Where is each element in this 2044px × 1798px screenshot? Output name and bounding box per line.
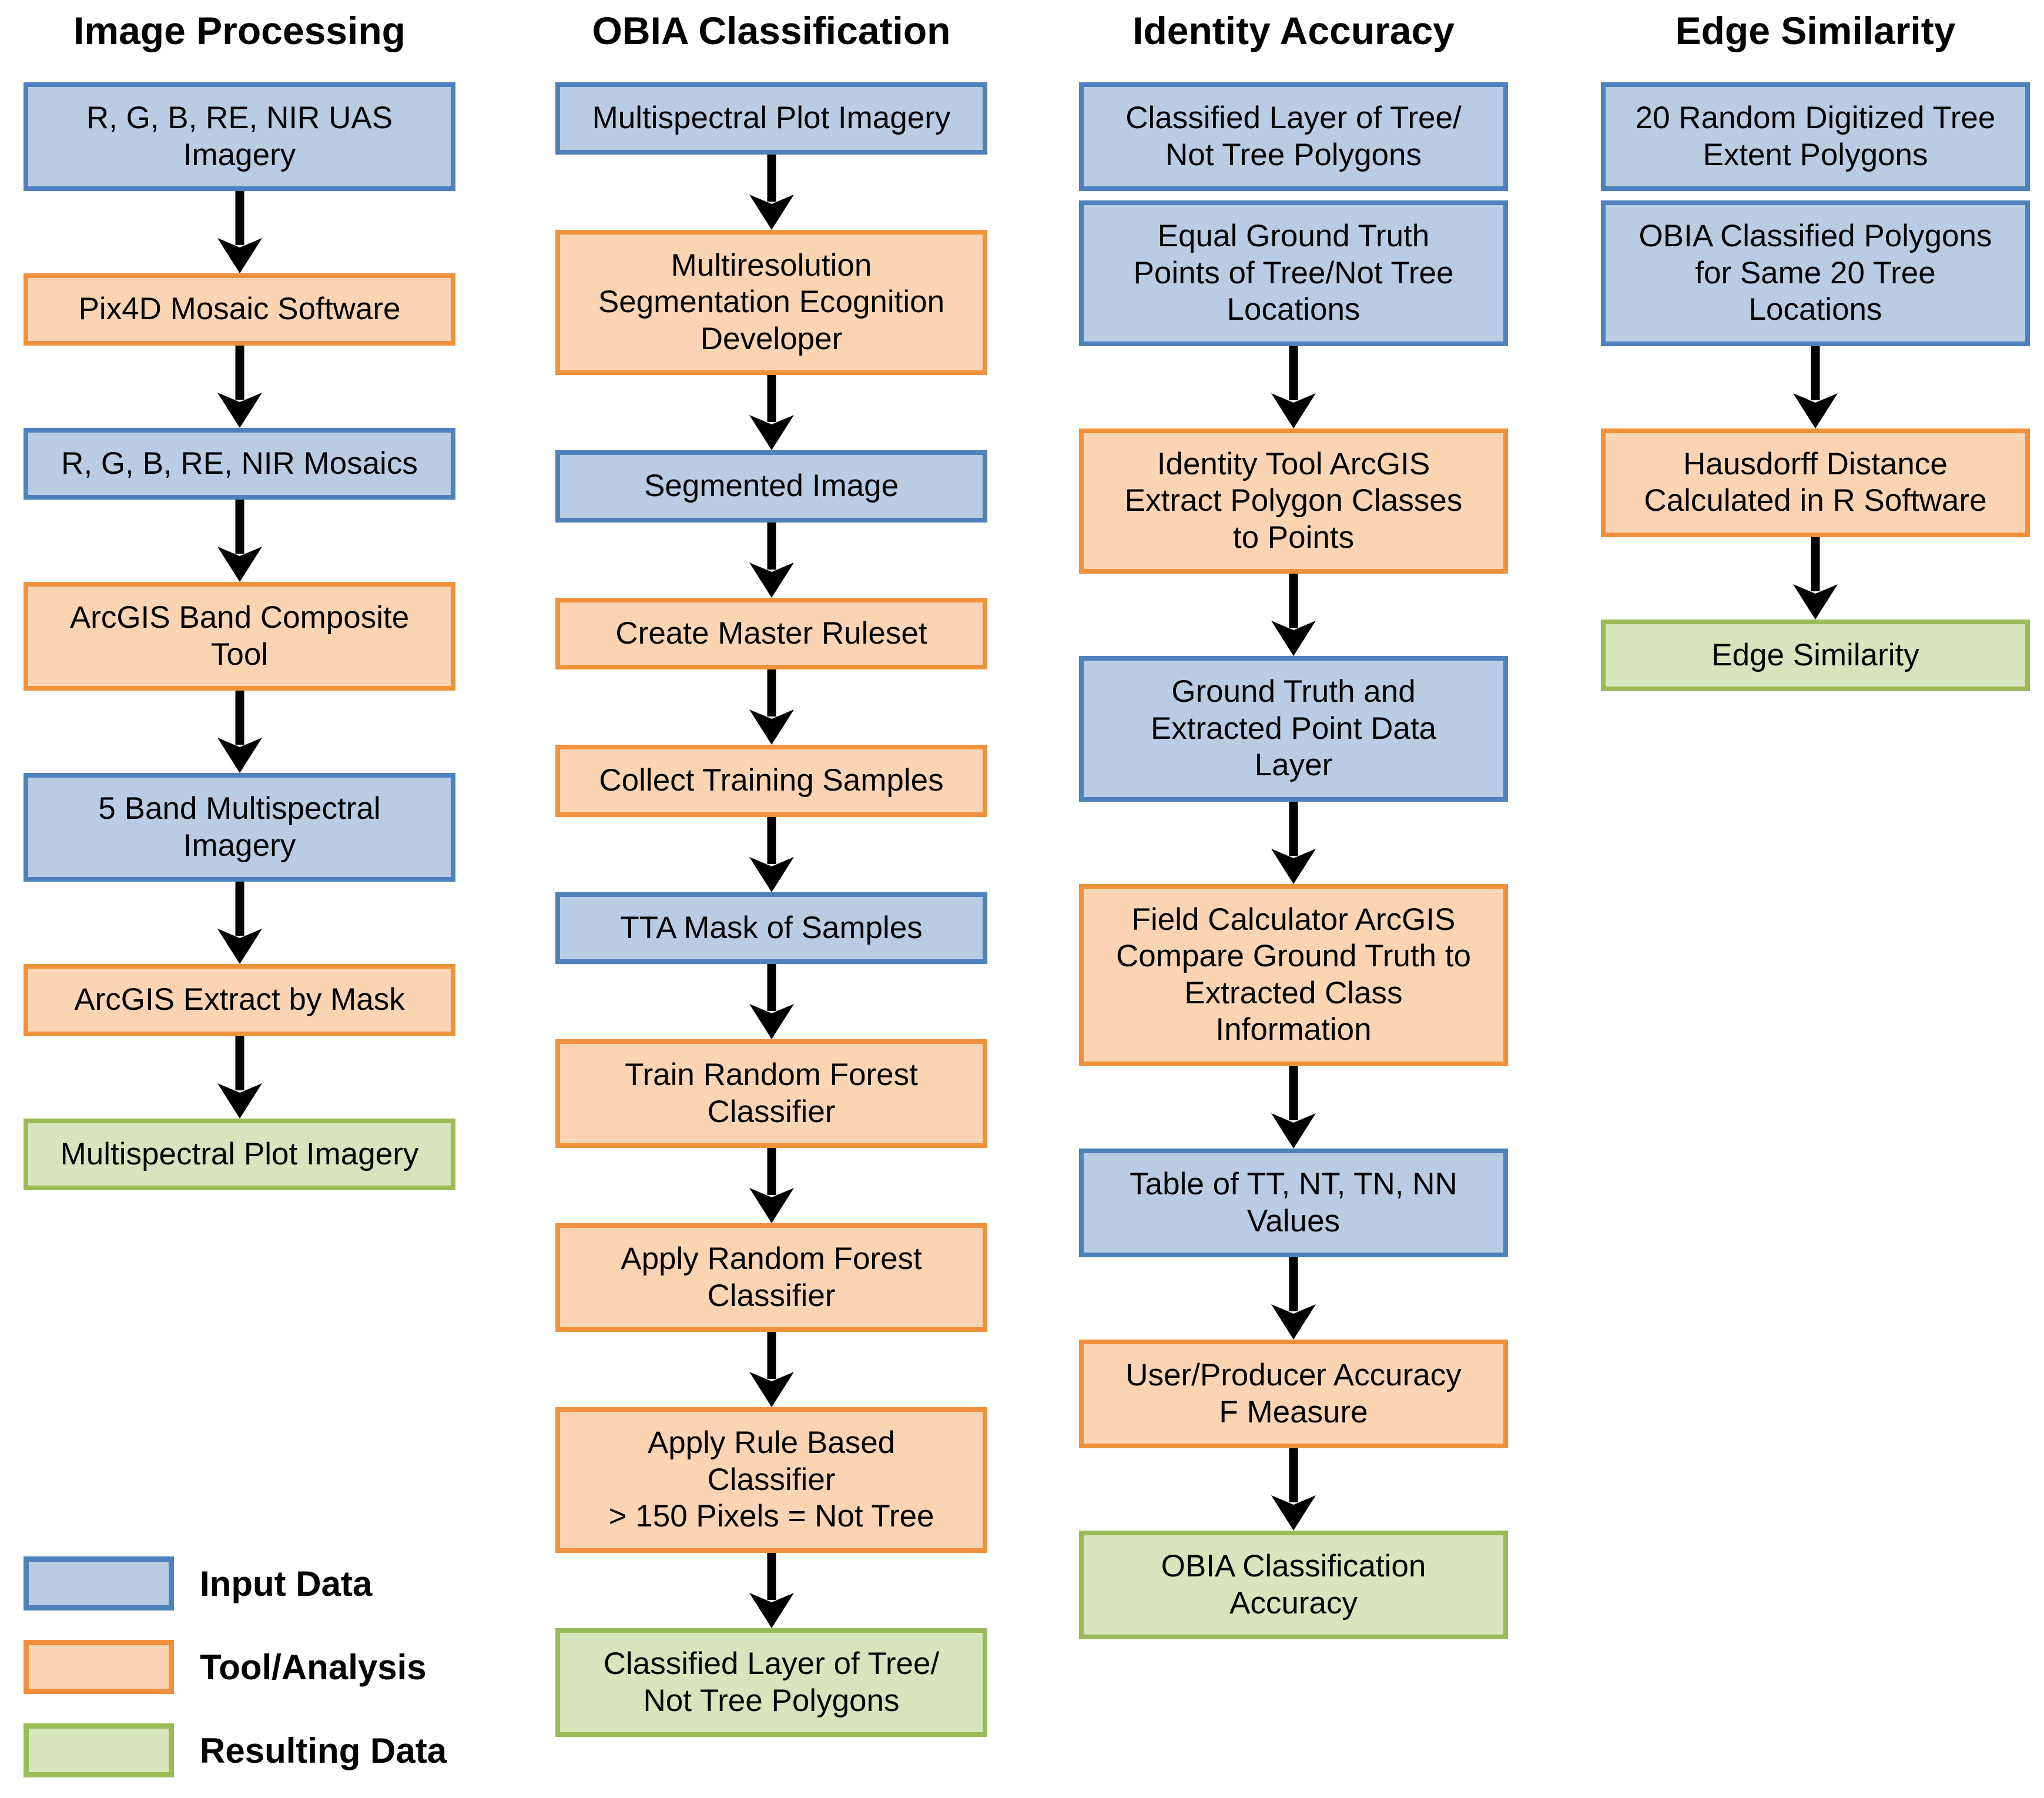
flow-arrow: [1267, 574, 1320, 657]
flow-arrow: [1267, 801, 1320, 884]
flow-arrow: [1267, 346, 1320, 428]
legend-label: Input Data: [200, 1563, 373, 1603]
flow-arrow: [213, 500, 266, 582]
arrow-down-icon: [749, 1552, 794, 1628]
arrow-down-icon: [749, 964, 794, 1040]
flow-node-input: Equal Ground Truth Points of Tree/Not Tr…: [1079, 200, 1508, 346]
flow-node-tool: User/Producer Accuracy F Measure: [1079, 1340, 1508, 1449]
arrow-down-icon: [1271, 1257, 1316, 1340]
legend-item: Resulting Data: [24, 1723, 447, 1777]
arrow-down-icon: [217, 191, 262, 274]
flow-node-input: Classified Layer of Tree/ Not Tree Polyg…: [1079, 82, 1508, 192]
arrow-down-icon: [1271, 1066, 1316, 1149]
arrow-down-icon: [217, 345, 262, 428]
flow-node-tool: Apply Random Forest Classifier: [555, 1223, 987, 1332]
legend: Input Data Tool/Analysis Resulting Data: [24, 1556, 447, 1798]
arrow-down-icon: [1271, 1448, 1316, 1531]
flow-node-input: Multispectral Plot Imagery: [555, 82, 987, 155]
flow-node-input: R, G, B, RE, NIR UAS Imagery: [24, 82, 455, 192]
flow-node-result: OBIA Classification Accuracy: [1079, 1531, 1508, 1640]
flow-node-tool: Identity Tool ArcGIS Extract Polygon Cla…: [1079, 428, 1508, 574]
flow-arrow: [1789, 537, 1842, 620]
column-title: OBIA Classification: [592, 9, 951, 52]
arrow-down-icon: [1271, 801, 1316, 884]
legend-item: Tool/Analysis: [24, 1640, 447, 1694]
flow-arrow: [213, 691, 266, 774]
arrow-down-icon: [749, 1332, 794, 1408]
flow-arrow: [1267, 1257, 1320, 1340]
flow-arrow: [745, 1148, 798, 1224]
flow-arrow: [745, 816, 798, 892]
arrow-down-icon: [217, 1036, 262, 1119]
flow-node-input: TTA Mask of Samples: [555, 892, 987, 965]
column-title: Edge Similarity: [1675, 9, 1956, 52]
flow-arrow: [745, 964, 798, 1040]
flow-arrow: [1789, 346, 1842, 428]
flow-column-4: Edge Similarity 20 Random Digitized Tree …: [1601, 4, 2030, 692]
flow-node-input: OBIA Classified Polygons for Same 20 Tre…: [1601, 200, 2030, 346]
flow-arrow: [745, 154, 798, 230]
flow-node-tool: Pix4D Mosaic Software: [24, 273, 455, 346]
flow-arrow: [213, 345, 266, 428]
arrow-down-icon: [217, 691, 262, 774]
flow-node-input: Ground Truth and Extracted Point Data La…: [1079, 656, 1508, 802]
column-title: Image Processing: [73, 9, 406, 52]
arrow-down-icon: [1271, 346, 1316, 428]
arrow-down-icon: [749, 154, 794, 230]
flow-node-result: Multispectral Plot Imagery: [24, 1118, 455, 1191]
arrow-down-icon: [1793, 537, 1838, 620]
flow-node-tool: Apply Rule Based Classifier > 150 Pixels…: [555, 1407, 987, 1553]
arrow-down-icon: [217, 882, 262, 965]
flow-arrow: [213, 191, 266, 274]
flow-arrow: [745, 375, 798, 451]
arrow-down-icon: [749, 375, 794, 451]
flow-node-tool: Hausdorff Distance Calculated in R Softw…: [1601, 428, 2030, 537]
flow-arrow: [745, 1332, 798, 1408]
flow-node-tool: Multiresolution Segmentation Ecognition …: [555, 229, 987, 376]
flow-node-input: 20 Random Digitized Tree Extent Polygons: [1601, 82, 2030, 192]
arrow-down-icon: [749, 1148, 794, 1224]
legend-item: Input Data: [24, 1556, 447, 1611]
flow-arrow: [213, 882, 266, 965]
flow-node-input: Segmented Image: [555, 450, 987, 523]
flow-arrow: [745, 522, 798, 598]
flow-arrow: [745, 669, 798, 745]
flow-node-tool: Field Calculator ArcGIS Compare Ground T…: [1079, 883, 1508, 1066]
arrow-down-icon: [749, 522, 794, 598]
flow-node-tool: ArcGIS Band Composite Tool: [24, 582, 455, 691]
flow-node-tool: Train Random Forest Classifier: [555, 1039, 987, 1149]
flow-column-1: Image Processing R, G, B, RE, NIR UAS Ima…: [24, 4, 455, 1191]
flow-node-tool: ArcGIS Extract by Mask: [24, 964, 455, 1036]
flow-node-tool: Create Master Ruleset: [555, 597, 987, 670]
flow-node-input: Table of TT, NT, TN, NN Values: [1079, 1148, 1508, 1258]
legend-swatch-resulting-data: [24, 1723, 174, 1777]
flow-arrow: [1267, 1448, 1320, 1531]
flow-arrow: [745, 1552, 798, 1628]
flow-arrow: [1267, 1066, 1320, 1149]
arrow-down-icon: [749, 816, 794, 892]
arrow-down-icon: [217, 500, 262, 582]
flow-node-result: Classified Layer of Tree/ Not Tree Polyg…: [555, 1628, 987, 1737]
flow-arrow: [213, 1036, 266, 1119]
flow-node-input: 5 Band Multispectral Imagery: [24, 773, 455, 882]
legend-swatch-tool-analysis: [24, 1640, 174, 1694]
flow-node-tool: Collect Training Samples: [555, 745, 987, 817]
flow-node-result: Edge Similarity: [1601, 619, 2030, 692]
arrow-down-icon: [1793, 346, 1838, 428]
column-title: Identity Accuracy: [1132, 9, 1455, 52]
legend-label: Resulting Data: [200, 1730, 447, 1770]
arrow-down-icon: [749, 669, 794, 745]
flow-node-input: R, G, B, RE, NIR Mosaics: [24, 427, 455, 500]
legend-swatch-input-data: [24, 1556, 174, 1611]
legend-label: Tool/Analysis: [200, 1647, 427, 1687]
arrow-down-icon: [1271, 574, 1316, 657]
